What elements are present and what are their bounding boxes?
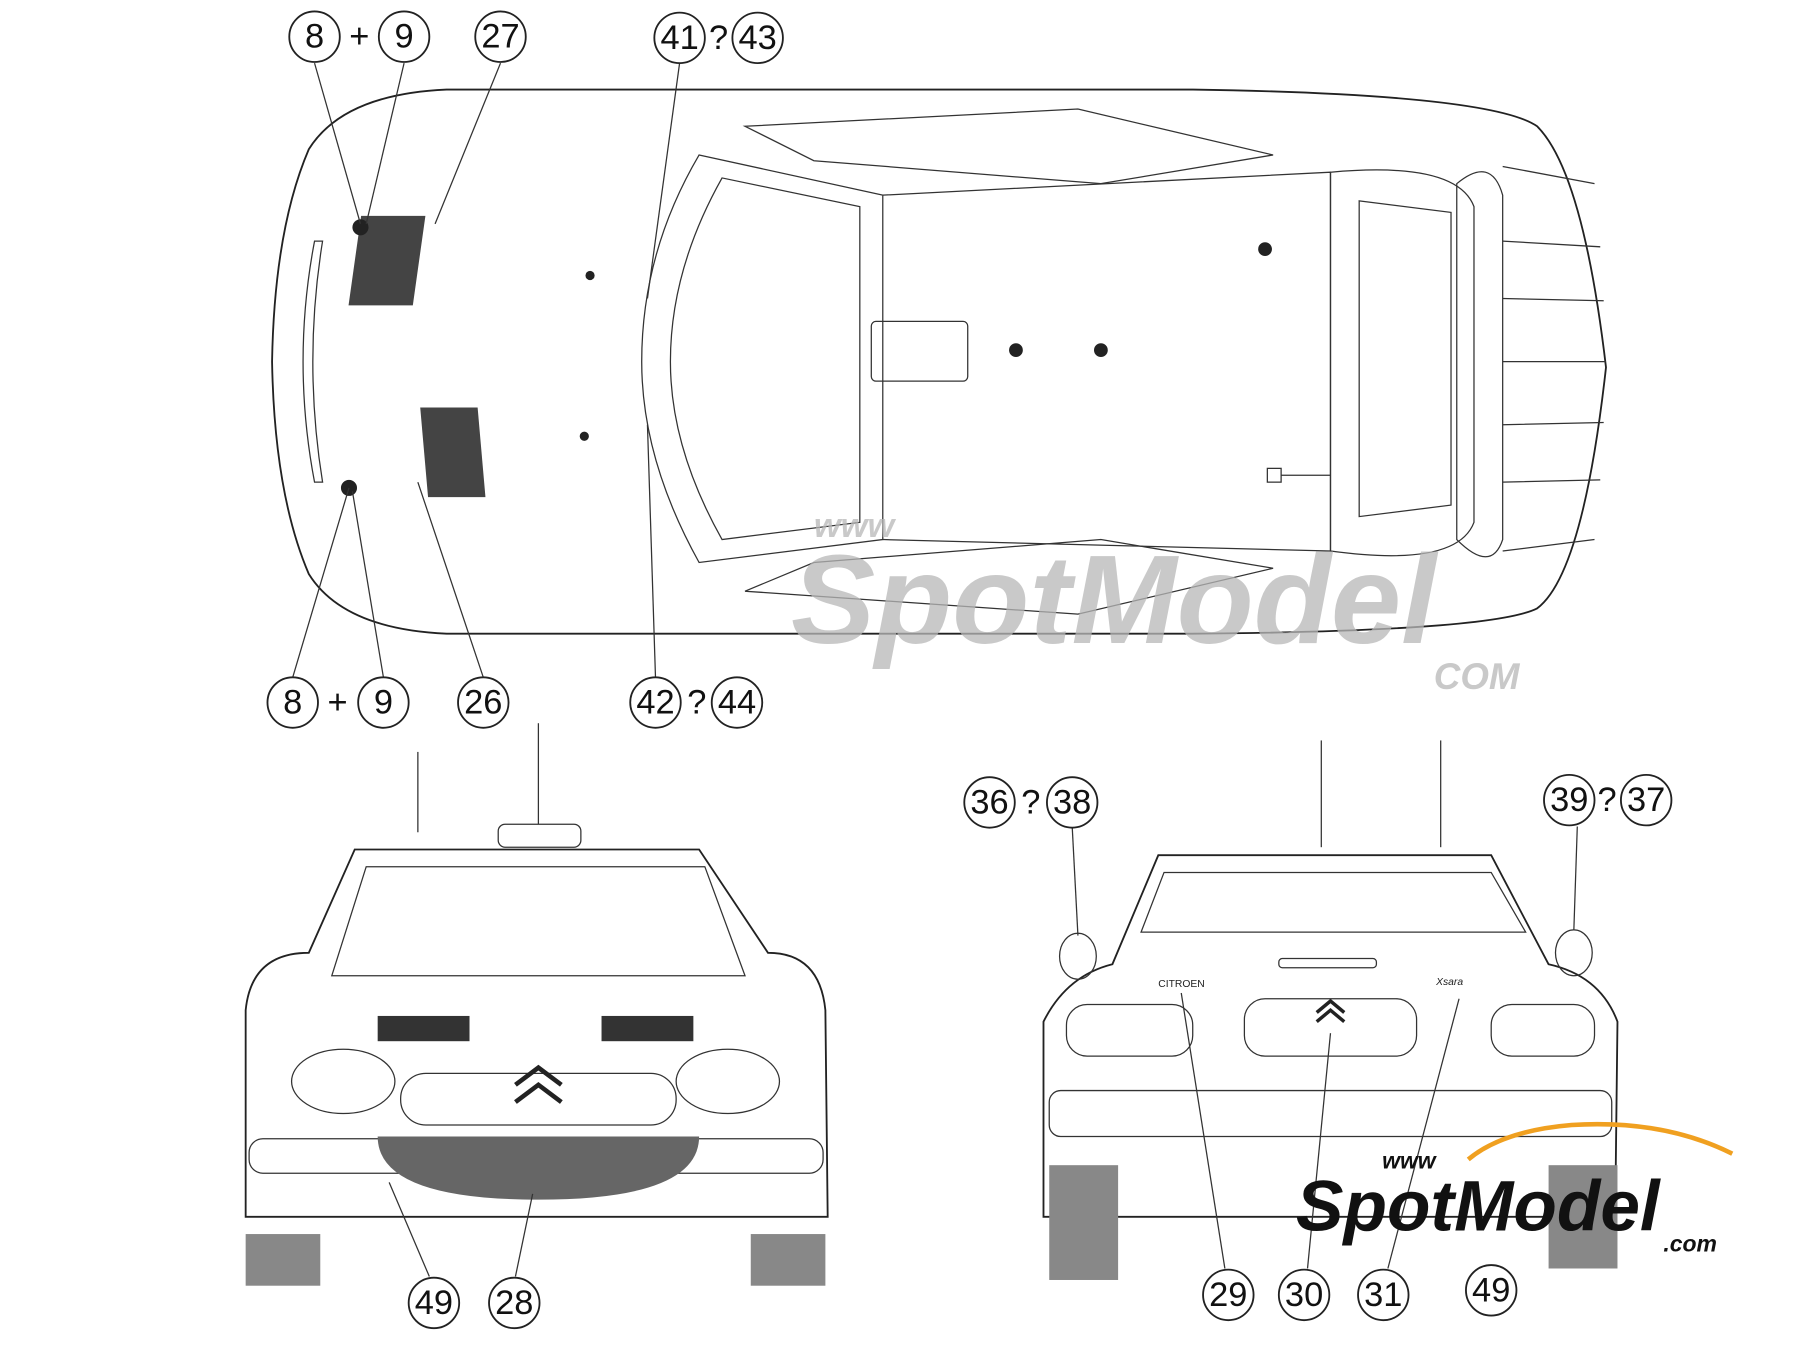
citroen-badge: CITROEN (1158, 979, 1204, 990)
label-39-37-a: 39 (1550, 781, 1588, 819)
label-front-49-circle (407, 1276, 461, 1330)
label-27-circle (474, 10, 527, 63)
watermark: www SpotModel COM (791, 507, 1521, 697)
label-8-9-upper-b: 9 (395, 18, 414, 56)
label-rear-29: 29 (1209, 1276, 1247, 1314)
watermark-www: www (814, 507, 897, 545)
xsara-badge: Xsara (1435, 977, 1463, 988)
label-rear-31: 31 (1364, 1276, 1402, 1314)
car-front-view (244, 723, 829, 1286)
watermark-com: COM (1434, 656, 1521, 697)
label-8-9-upper-b-circle (377, 10, 431, 63)
label-39-37-a-circle (1543, 773, 1596, 827)
label-39-37-op: ? (1598, 781, 1617, 819)
label-41-43-a: 41 (660, 19, 698, 57)
label-42-44-a-circle (629, 676, 682, 729)
label-8-9-lower-b-circle (357, 676, 410, 729)
label-rear-30-circle (1277, 1268, 1331, 1322)
label-26: 26 (464, 684, 502, 722)
label-41-43-b: 43 (739, 19, 777, 57)
label-41-43-op: ? (709, 19, 728, 57)
label-rear-49: 49 (1472, 1271, 1510, 1309)
label-36-38-op: ? (1021, 783, 1040, 821)
logo-name: SpotModel (1296, 1168, 1661, 1247)
car-rear-view: CITROEN Xsara (1042, 740, 1619, 1280)
label-front-28-circle (488, 1276, 541, 1330)
label-39-37-b-circle (1620, 773, 1673, 827)
logo-www: www (1382, 1148, 1438, 1174)
callout-labels: 8 +9 27 41? 43 8 +9 26 42? 44 36? 38 39? 37 49 28 29 30 31… (266, 10, 1673, 1330)
label-42-44-op: ? (687, 684, 706, 722)
label-42-44-b-circle (710, 676, 764, 729)
label-rear-29-circle (1202, 1268, 1255, 1322)
label-8-9-lower-a: 8 (283, 684, 302, 722)
label-36-38-a-circle (963, 776, 1016, 829)
label-41-43-b-circle (731, 11, 784, 65)
label-41-43-a-circle (653, 11, 706, 65)
label-front-28: 28 (495, 1284, 533, 1322)
label-36-38-a: 36 (970, 783, 1008, 821)
label-42-44-a: 42 (636, 684, 674, 722)
label-8-9-upper-a: 8 (305, 18, 324, 56)
label-rear-30: 30 (1285, 1276, 1323, 1314)
label-36-38-b-circle (1046, 776, 1099, 829)
logo-com: .com (1663, 1230, 1717, 1256)
spotmodel-logo: www SpotModel .com (1296, 1121, 1734, 1256)
label-36-38-b: 38 (1053, 783, 1091, 821)
car-top-view (271, 88, 1607, 635)
label-8-9-lower-b: 9 (374, 684, 393, 722)
label-rear-49-circle (1465, 1264, 1518, 1317)
label-42-44-b: 44 (718, 684, 756, 722)
label-27: 27 (481, 18, 519, 56)
label-front-49: 49 (415, 1284, 453, 1322)
watermark-name: SpotModel (791, 529, 1439, 670)
label-39-37-b: 37 (1627, 781, 1665, 819)
label-8-9-upper-a-circle (288, 10, 341, 63)
label-rear-31-circle (1357, 1268, 1410, 1322)
leader-lines (292, 62, 681, 678)
label-8-9-lower-a-circle (266, 676, 319, 729)
label-8-9-upper-op: + (349, 18, 369, 56)
label-26-circle (457, 676, 510, 729)
label-8-9-lower-op: + (327, 684, 347, 722)
